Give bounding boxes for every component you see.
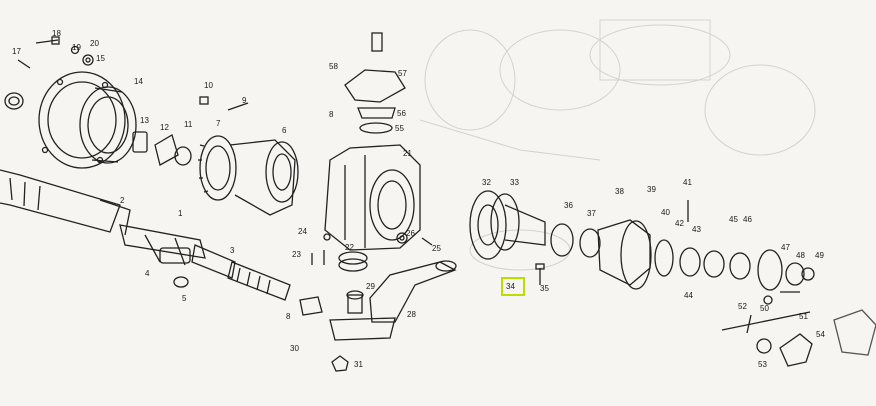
part-label: 31 <box>354 360 363 369</box>
part-label: 8 <box>329 110 334 119</box>
hub-bolts <box>535 200 800 305</box>
axle-shaft <box>0 169 131 236</box>
part-label: 18 <box>52 29 61 38</box>
part-label: 23 <box>292 250 301 259</box>
part-label: 26 <box>406 229 415 238</box>
part-label: 38 <box>615 187 624 196</box>
hub-cap-parts <box>721 311 813 367</box>
wheel-hub-assembly <box>469 190 815 291</box>
part-label: 9 <box>242 96 247 105</box>
part-label: 51 <box>799 312 808 321</box>
part-label: 5 <box>182 294 187 303</box>
yoke-housing <box>229 139 299 216</box>
part-label: 4 <box>145 269 150 278</box>
part-label: 56 <box>397 109 406 118</box>
part-label: 25 <box>432 244 441 253</box>
grease-fittings <box>311 232 433 272</box>
part-label: 14 <box>134 77 143 86</box>
lower-pivot <box>329 290 396 341</box>
bolts-group <box>17 36 94 69</box>
corner-tag <box>833 309 876 356</box>
part-label: 19 <box>72 43 81 52</box>
nut-and-bolt <box>199 96 249 111</box>
part-label: 29 <box>366 282 375 291</box>
part-label: 30 <box>290 344 299 353</box>
part-label: 12 <box>160 123 169 132</box>
part-label: 47 <box>781 243 790 252</box>
part-label: 46 <box>743 215 752 224</box>
part-label: 7 <box>216 119 221 128</box>
bearing-housing <box>79 86 137 164</box>
oil-seal <box>4 92 24 110</box>
gasket <box>38 71 126 169</box>
castle-nut <box>331 355 349 372</box>
part-label: 10 <box>204 81 213 90</box>
part-label: 15 <box>96 54 105 63</box>
part-label: 39 <box>647 185 656 194</box>
part-label: 20 <box>90 39 99 48</box>
part-label: 24 <box>298 227 307 236</box>
part-label: 6 <box>282 126 287 135</box>
part-label: 28 <box>407 310 416 319</box>
ring-gear <box>198 135 237 201</box>
part-label: 37 <box>587 209 596 218</box>
kingpin-cap <box>344 32 406 134</box>
universal-joint <box>119 224 236 279</box>
shim-plate <box>299 296 323 316</box>
background-ghost-drawing <box>419 19 816 271</box>
part-label: 57 <box>398 69 407 78</box>
part-label: 32 <box>482 178 491 187</box>
highlight-box <box>501 277 525 296</box>
steering-knuckle <box>324 144 421 251</box>
part-label: 54 <box>816 330 825 339</box>
steering-arm <box>369 260 457 323</box>
part-label: 13 <box>140 116 149 125</box>
highlighted-part-label: 34 <box>506 282 515 291</box>
part-label: 22 <box>345 243 354 252</box>
part-label: 8 <box>286 312 291 321</box>
part-label: 58 <box>329 62 338 71</box>
part-label: 41 <box>683 178 692 187</box>
part-label: 50 <box>760 304 769 313</box>
part-label: 2 <box>120 196 125 205</box>
part-label: 1 <box>178 209 183 218</box>
part-label: 21 <box>403 149 412 158</box>
spider-cross <box>132 131 192 166</box>
part-label: 33 <box>510 178 519 187</box>
part-label: 43 <box>692 225 701 234</box>
part-label: 48 <box>796 251 805 260</box>
part-label: 17 <box>12 47 21 56</box>
part-label: 3 <box>230 246 235 255</box>
part-label: 40 <box>661 208 670 217</box>
dust-cap <box>173 276 189 288</box>
part-label: 55 <box>395 124 404 133</box>
part-label: 35 <box>540 284 549 293</box>
part-label: 44 <box>684 291 693 300</box>
part-label: 45 <box>729 215 738 224</box>
part-label: 53 <box>758 360 767 369</box>
part-label: 52 <box>738 302 747 311</box>
part-label: 11 <box>184 120 193 129</box>
part-label: 49 <box>815 251 824 260</box>
part-label: 42 <box>675 219 684 228</box>
splined-shaft <box>227 261 291 301</box>
part-label: 36 <box>564 201 573 210</box>
